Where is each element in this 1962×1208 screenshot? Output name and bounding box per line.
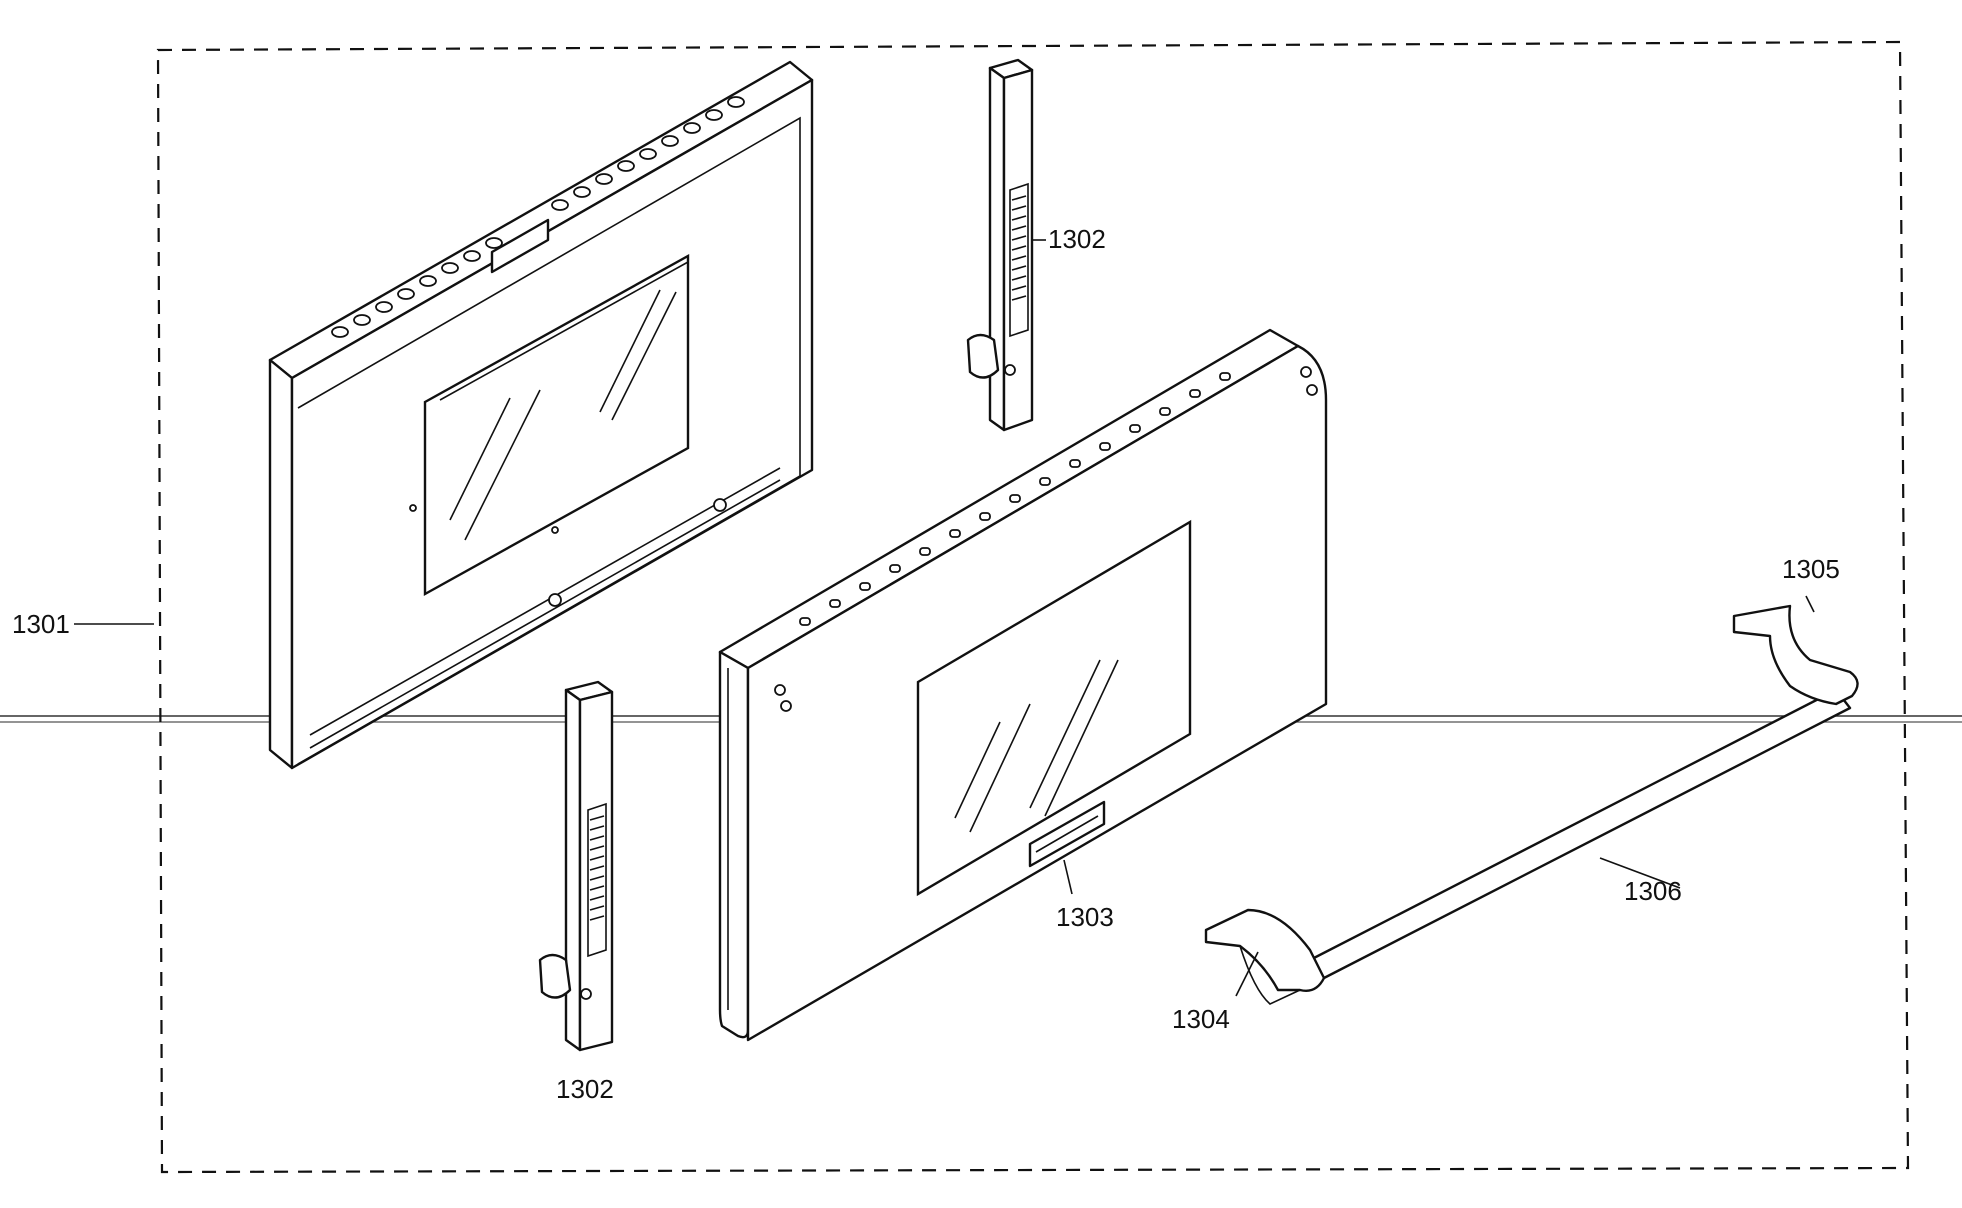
hinge-bottom xyxy=(538,680,614,1052)
assembly-boundary xyxy=(156,40,1910,1174)
part-labels: 1301 1302 1302 1303 1304 1305 1306 xyxy=(12,224,1840,1104)
end-cap-left xyxy=(1204,908,1326,992)
inner-door-frame xyxy=(268,60,814,770)
handle-assembly xyxy=(1204,604,1859,1005)
outer-door-panel xyxy=(718,328,1328,1042)
outer-door-window-glass xyxy=(916,519,1192,897)
frame-window-glass xyxy=(423,253,690,597)
label-outer-door: 1303 xyxy=(1056,902,1114,932)
handle-bar xyxy=(1308,688,1852,980)
hinge-top xyxy=(966,58,1034,432)
frame-vent-holes xyxy=(331,96,745,338)
label-hinge-top: 1302 xyxy=(1048,224,1106,254)
label-handle-bar: 1306 xyxy=(1624,876,1682,906)
leader-lines xyxy=(74,239,1815,997)
label-end-cap-right: 1305 xyxy=(1782,554,1840,584)
label-hinge-bottom: 1302 xyxy=(556,1074,614,1104)
label-end-cap-left: 1304 xyxy=(1172,1004,1230,1034)
end-cap-right xyxy=(1732,604,1859,706)
door-vent-holes xyxy=(774,366,1318,712)
label-frame: 1301 xyxy=(12,609,70,639)
